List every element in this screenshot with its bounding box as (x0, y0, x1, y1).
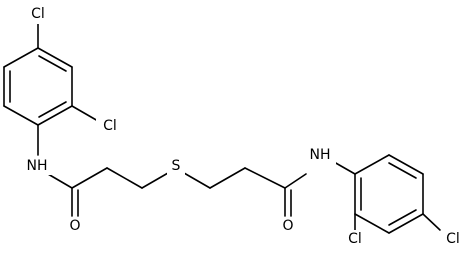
bond-ring-right-5 (354, 213, 390, 234)
bond-ring-left-1 (37, 47, 73, 68)
bond-nh-left-to-carbonyl (47, 173, 73, 189)
atom-o-left: O (69, 218, 80, 234)
bond-chain-left-2 (106, 167, 143, 189)
bond-ring-right-inner-2 (388, 209, 417, 226)
bond-ring-right-to-cl-para (422, 213, 441, 231)
bond-ring-right-inner-1 (388, 162, 417, 179)
atom-o-right: O (282, 218, 293, 234)
atom-cl-para-right: Cl (446, 231, 460, 247)
bond-ring-left-to-cl-ortho (71, 105, 99, 122)
bond-ring-left-6 (3, 47, 39, 68)
bond-chain-right-1 (209, 167, 246, 189)
bond-ring-right-2 (388, 154, 424, 175)
bond-nh-right-to-ring (333, 161, 356, 175)
atom-cl-top: Cl (31, 6, 45, 22)
bond-ring-left-4 (3, 105, 39, 126)
atom-nh-right: NH (310, 147, 331, 163)
bond-ring-left-inner-1 (38, 55, 67, 72)
bond-chain-left-to-s (141, 172, 169, 189)
bond-ring-left-inner-2 (38, 101, 67, 118)
atom-cl-ortho-left: Cl (103, 118, 117, 134)
bond-ring-right-4 (388, 213, 424, 234)
bond-ring-right-1 (354, 154, 390, 175)
bond-s-to-chain-right (183, 172, 211, 189)
bond-layer (3, 21, 441, 234)
atom-nh-left: NH (27, 158, 48, 174)
bond-ring-left-3 (37, 105, 73, 126)
atom-s-center: S (172, 158, 181, 174)
bond-chain-left-1 (71, 167, 108, 189)
bond-carbonyl-to-nh-right (284, 173, 307, 189)
bond-chain-right-2 (244, 167, 286, 189)
atom-cl-ortho-right: Cl (348, 231, 362, 247)
atom-label-layer: Cl Cl NH O S NH O Cl Cl (22, 6, 467, 248)
